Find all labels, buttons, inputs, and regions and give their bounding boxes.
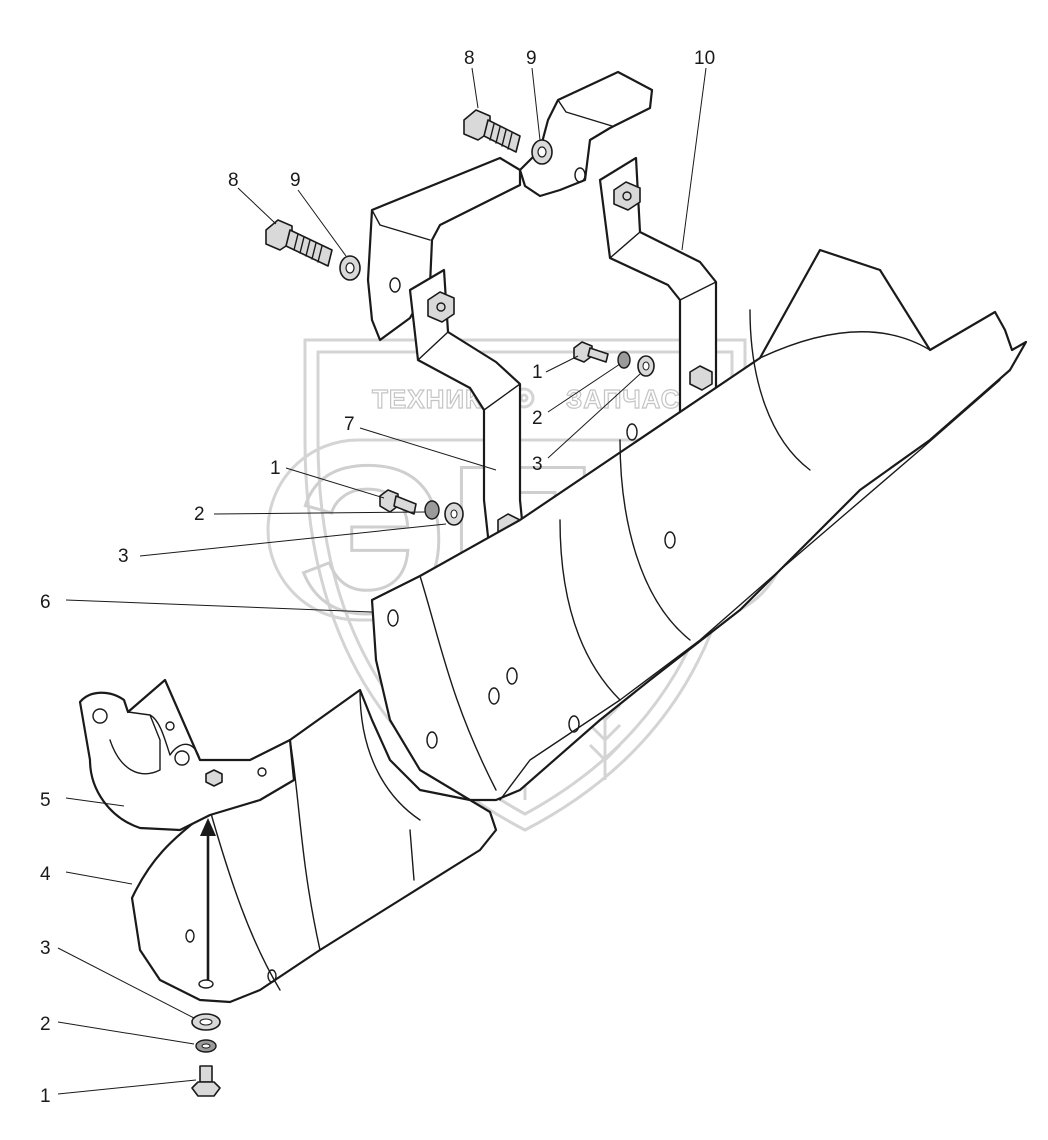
- callout-9-upper: 9: [526, 48, 537, 69]
- callout-2-upper: 2: [532, 408, 543, 429]
- assembly-arrow: [200, 818, 216, 980]
- nut-upper-right: [613, 181, 641, 211]
- callout-labels: 8 9 10 8 9 1 2 3 7 1 2 3 6 5 4 3 2 1: [40, 48, 715, 1107]
- bolt-set-lower: [191, 1013, 221, 1097]
- callout-8-upper: 8: [464, 48, 475, 69]
- callout-3-upper: 3: [532, 454, 543, 475]
- callout-7: 7: [344, 414, 355, 435]
- callout-9-left: 9: [290, 170, 301, 191]
- front-shield-part-4: [130, 688, 498, 1004]
- callout-1-middle: 1: [270, 458, 281, 479]
- callout-5: 5: [40, 790, 51, 811]
- callout-4: 4: [40, 864, 51, 885]
- washer-part-9-left: [339, 255, 361, 281]
- callout-2-middle: 2: [194, 504, 205, 525]
- nut-middle: [427, 291, 455, 323]
- bracket-part-5: [78, 678, 296, 832]
- callout-2-lower: 2: [40, 1014, 51, 1035]
- bolt-set-upper: [573, 341, 655, 377]
- bolt-part-8-upper: [463, 109, 521, 153]
- callout-10: 10: [694, 48, 715, 69]
- callout-3-middle: 3: [118, 546, 129, 567]
- callout-8-left: 8: [228, 170, 239, 191]
- leader-lines: [57, 67, 707, 1095]
- washer-part-9-upper: [531, 139, 553, 165]
- bolt-set-middle: [379, 489, 464, 526]
- callout-6: 6: [40, 592, 51, 613]
- callout-3-lower: 3: [40, 938, 51, 959]
- bolt-part-8-left: [265, 219, 333, 267]
- callout-1-lower: 1: [40, 1086, 51, 1107]
- callout-1-upper: 1: [532, 362, 543, 383]
